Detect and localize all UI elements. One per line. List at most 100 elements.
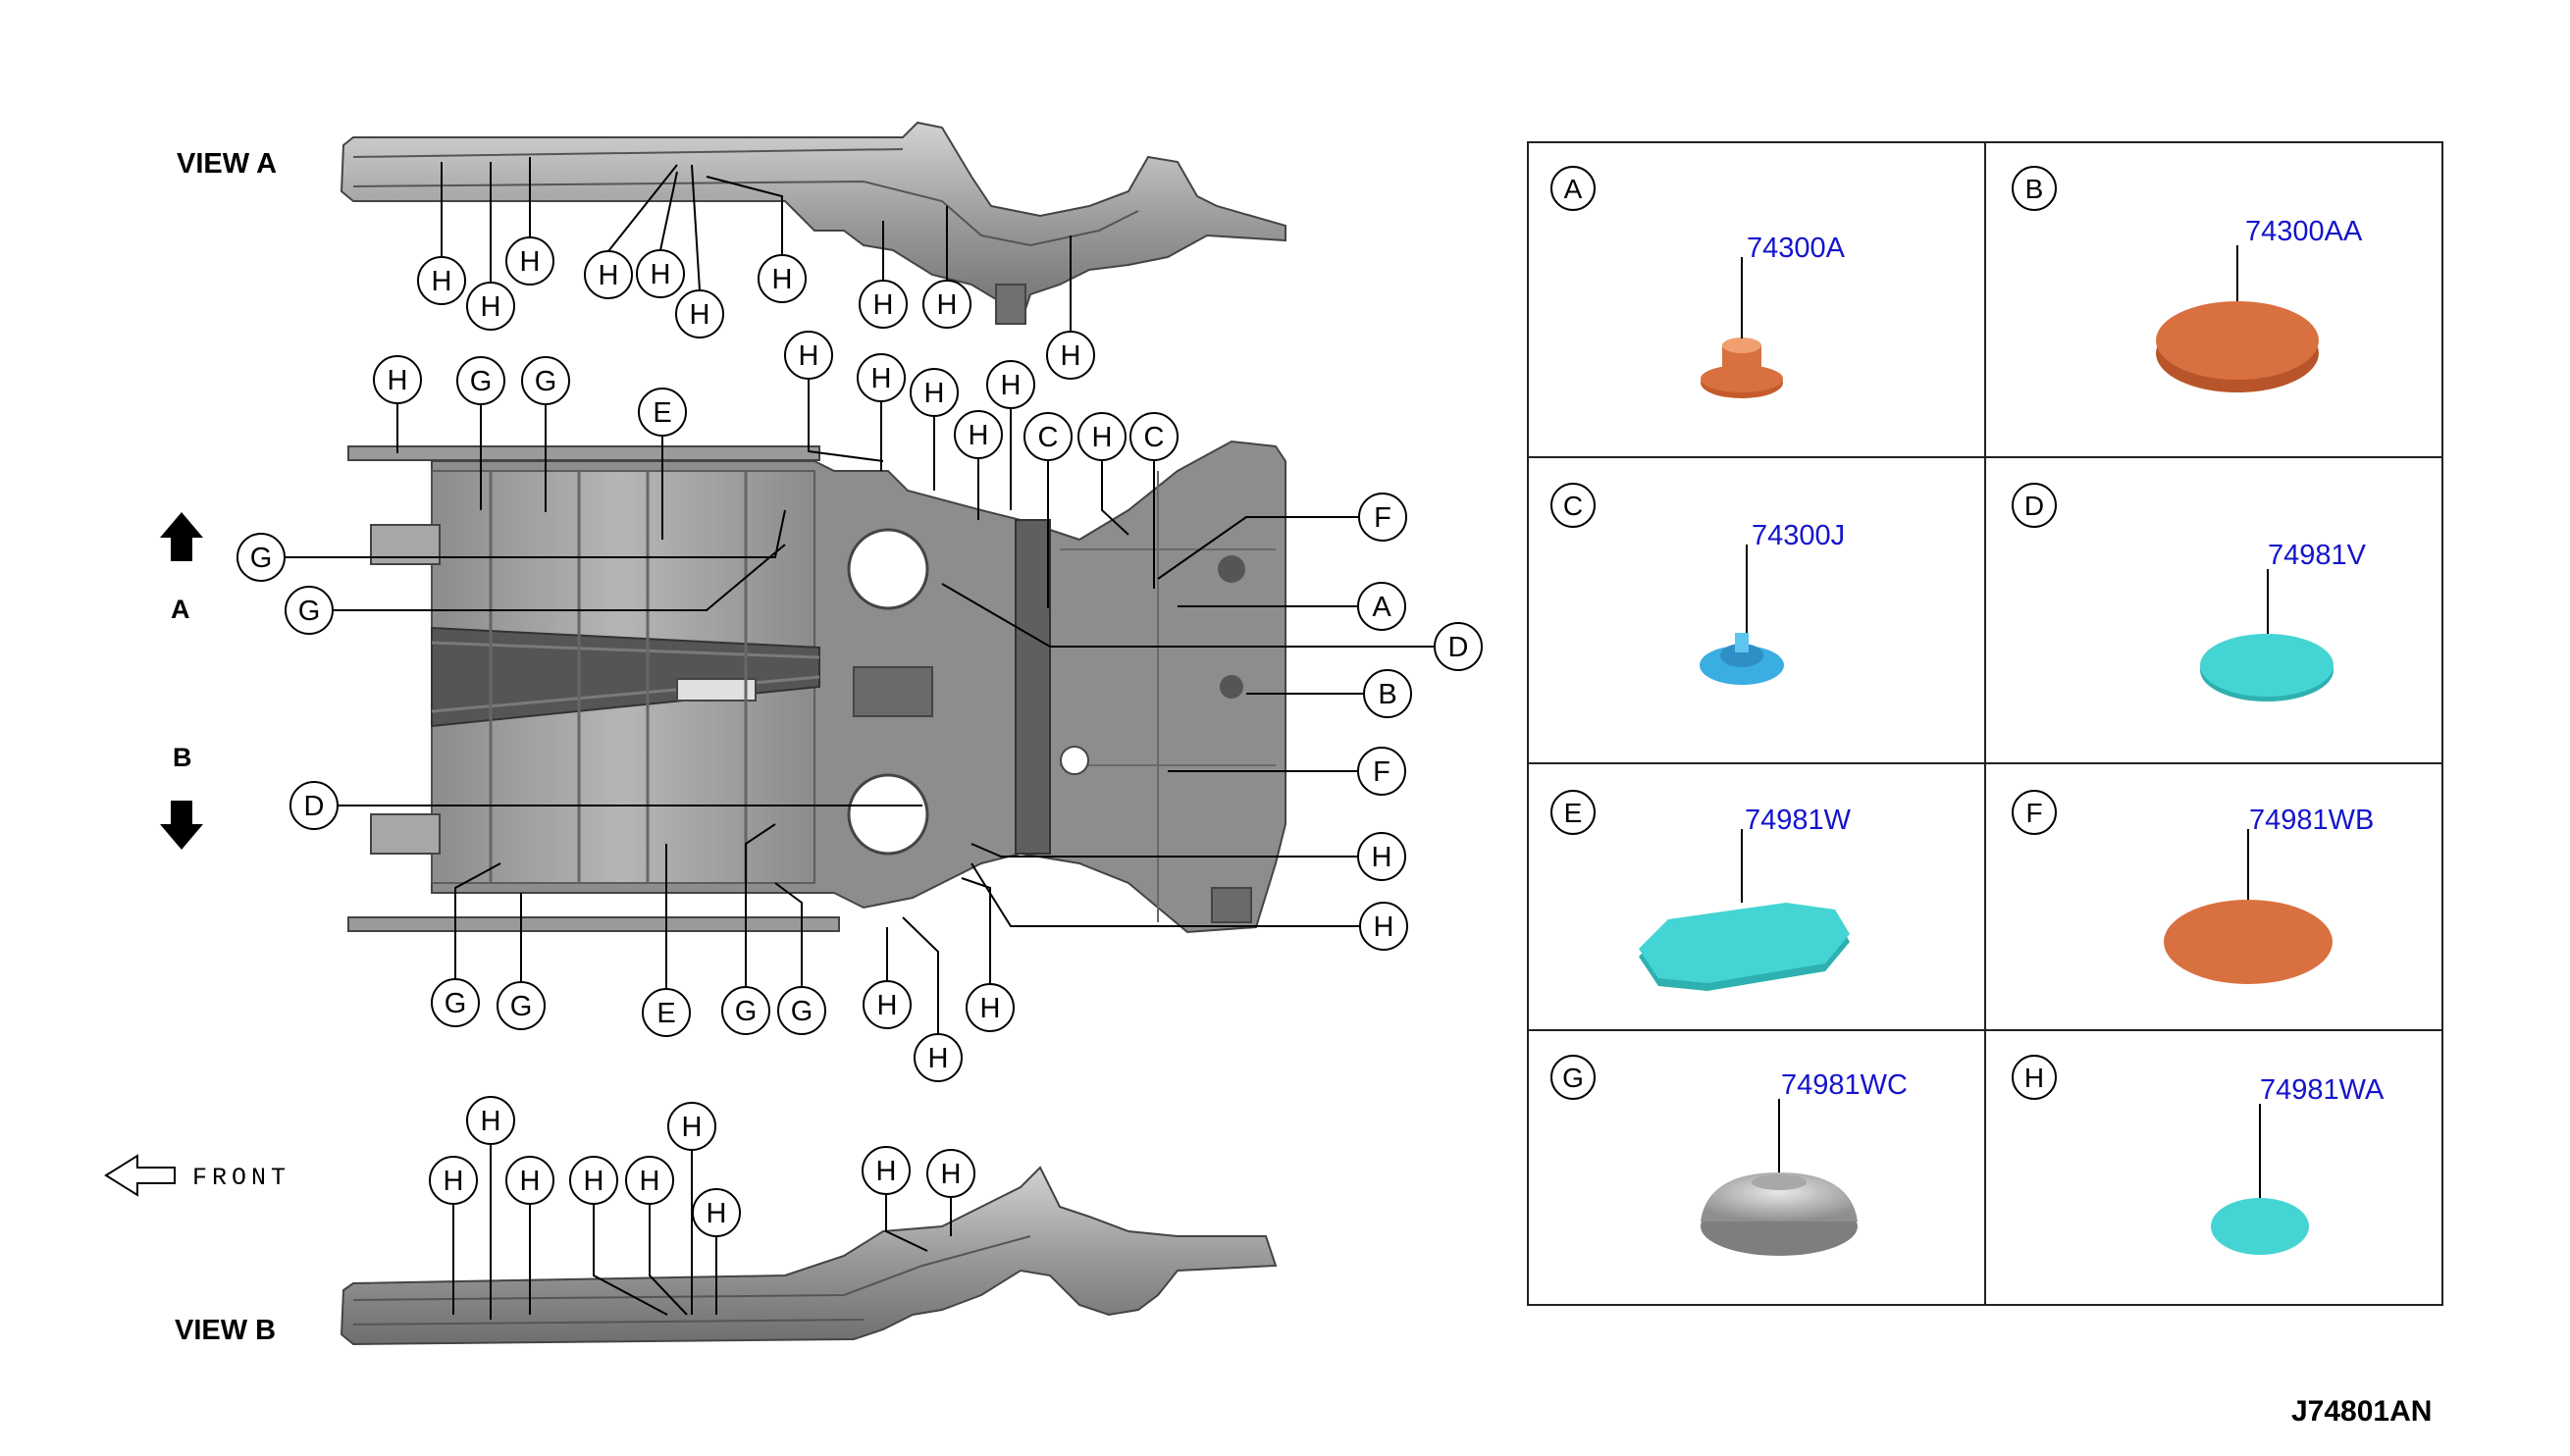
callout-letter: H [690,299,710,331]
leader-line [970,862,1360,927]
part-b-illustration [2156,301,2319,392]
part-number: 74981WA [2260,1074,2385,1106]
callout-circle [505,236,554,286]
view-a-label: VIEW A [177,148,277,180]
part-number: 74300AA [2245,216,2363,247]
view-a-body-side [340,121,1286,325]
leader-line [774,882,803,987]
callout-circle [466,282,515,331]
callout-letter: H [969,420,989,451]
leader-line [333,544,786,611]
callout-leader-lines [285,157,1435,1320]
callout-circle [429,1156,478,1205]
callout-letter: H [520,1166,541,1197]
callout-letter: C [1038,422,1059,453]
callout-circle [986,360,1035,409]
part-letter: B [2025,174,2044,204]
callout-letter: H [1001,370,1022,401]
front-label: FRONT [192,1164,290,1192]
part-a-illustration [1701,338,1783,398]
callout-circle [236,533,286,582]
callout-circle [1357,747,1406,796]
callout-circle [466,1096,515,1145]
callout-circle [1359,902,1408,951]
callout-letter: H [876,1156,897,1187]
part-letter-circle [2012,1055,2057,1100]
leader-line [454,862,501,979]
part-letter: D [2024,491,2044,521]
leader-line [706,176,783,255]
callout-letter: C [1144,422,1165,453]
callout-circle [721,986,770,1035]
callout-circle [625,1156,674,1205]
callout-letter: H [937,289,958,321]
callout-circle [922,280,971,329]
callout-circle [1023,412,1073,461]
callout-circle [1046,331,1095,380]
callout-letter: H [772,264,793,295]
callout-circle [914,1033,963,1082]
part-number: 74300A [1747,233,1846,264]
diagram-code: J74801AN [2291,1395,2432,1428]
callout-circle [1434,622,1483,671]
part-number: 74981WB [2249,805,2374,836]
part-letter-circle [1550,790,1596,835]
callout-letter: H [1092,422,1113,453]
part-letter: F [2025,798,2042,828]
callout-letter: H [1372,842,1392,873]
leader-line [808,379,884,462]
callout-circle [954,410,1003,459]
part-letter: E [1564,798,1583,828]
callout-letter: G [735,996,758,1027]
arrow-a-label: A [171,595,190,624]
callout-letter: H [481,291,501,323]
callout-circle [521,356,570,405]
callout-circle [584,250,633,299]
callout-letter: H [584,1166,604,1197]
callout-circle [784,331,833,380]
part-letter: C [1563,491,1583,521]
callout-letter: H [640,1166,660,1197]
callout-circle [505,1156,554,1205]
part-g-illustration [1701,1172,1858,1256]
callout-circle [417,256,466,305]
leader-line [885,1194,928,1252]
part-letter-circle [1550,166,1596,211]
callout-letter: H [871,363,892,394]
part-f-illustration [2164,900,2333,984]
leader-line [659,171,678,251]
callout-circle [1077,412,1127,461]
callout-circle [642,988,691,1037]
part-letter-circle [2012,166,2057,211]
callout-letter: H [444,1166,464,1197]
part-number: 74300J [1752,520,1845,551]
callout-circle [431,978,480,1027]
callout-letter: D [1448,632,1469,663]
callout-circle [1358,493,1407,542]
callout-letter: H [799,340,819,372]
view-arrows [160,512,203,850]
leader-line [961,877,991,984]
callout-letter: H [941,1159,962,1190]
callout-letter: G [535,366,557,397]
callout-letter: G [470,366,493,397]
part-letter: H [2024,1063,2044,1093]
callout-letter: H [980,993,1001,1024]
callout-letter: H [1061,340,1081,372]
part-number: 74981V [2268,540,2367,571]
callout-letter: H [873,289,894,321]
callout-circle [638,388,687,437]
part-d-illustration [2200,634,2334,702]
part-letter-circle [2012,790,2057,835]
leader-line [649,1204,688,1316]
callout-letter: D [304,791,325,822]
view-b-label: VIEW B [175,1315,276,1346]
part-number: 74981WC [1781,1069,1908,1101]
leader-line [593,1204,668,1316]
callout-circle [777,986,826,1035]
leader-line [1157,516,1359,580]
callout-circle [926,1149,975,1198]
callout-circle [456,356,505,405]
part-e-illustration [1639,903,1850,991]
